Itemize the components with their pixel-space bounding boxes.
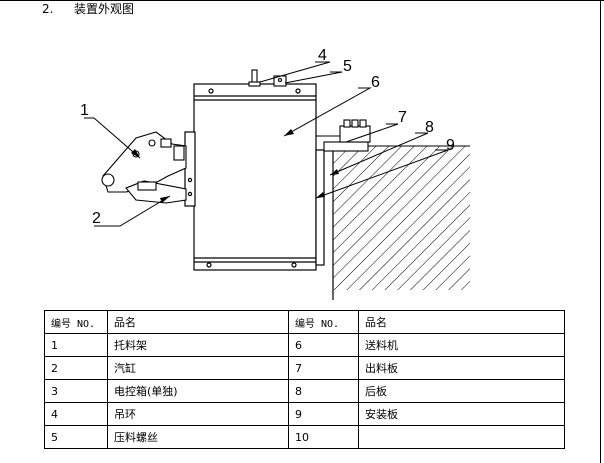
table-row: 5 压料螺丝 10 (44, 425, 565, 449)
part-number: 6 (288, 333, 359, 357)
part-number: 1 (44, 333, 108, 357)
leader-lines (84, 61, 449, 227)
callout-5: 5 (343, 58, 352, 75)
header-name-left: 品名 (107, 310, 289, 334)
callout-7: 7 (398, 109, 407, 126)
header-name-right: 品名 (358, 310, 565, 334)
callout-labels: 1 2 4 5 6 7 8 9 (80, 47, 455, 227)
callout-1: 1 (80, 102, 89, 119)
lifting-ring (248, 69, 261, 87)
section-number: 2. (42, 2, 54, 16)
part-name: 出料板 (358, 356, 565, 380)
callout-4: 4 (318, 47, 327, 64)
material-tray (101, 131, 187, 193)
table-row: 3 电控箱(单独) 8 后板 (44, 379, 565, 403)
part-number: 7 (288, 356, 359, 380)
part-number: 4 (44, 402, 108, 426)
header-no-left: 编号 NO. (44, 310, 108, 334)
top-border (0, 0, 604, 1)
part-name: 托料架 (107, 333, 289, 357)
part-name: 电控箱(单独) (107, 379, 289, 403)
part-name: 压料螺丝 (107, 425, 289, 449)
header-no-right: 编号 NO. (288, 310, 359, 334)
part-number: 10 (288, 425, 359, 449)
right-border (600, 0, 601, 463)
part-name (358, 425, 565, 449)
part-number: 8 (288, 379, 359, 403)
part-number: 2 (44, 356, 108, 380)
part-number: 3 (44, 379, 108, 403)
callout-6: 6 (371, 74, 380, 91)
wall-hatch (332, 145, 470, 300)
table-header-row: 编号 NO. 品名 编号 NO. 品名 (44, 310, 565, 334)
table-row: 4 吊环 9 安装板 (44, 402, 565, 426)
part-name: 吊环 (107, 402, 289, 426)
table-row: 1 托料架 6 送料机 (44, 333, 565, 357)
part-number: 9 (288, 402, 359, 426)
section-title: 装置外观图 (74, 2, 135, 16)
part-name: 汽缸 (107, 356, 289, 380)
part-number: 5 (44, 425, 108, 449)
parts-table: 编号 NO. 品名 编号 NO. 品名 1 托料架 6 送料机 2 汽缸 7 出… (44, 310, 565, 449)
callout-8: 8 (425, 119, 434, 136)
part-name: 送料机 (358, 333, 565, 357)
section-heading: 2. 装置外观图 (42, 2, 134, 16)
air-cylinder (125, 180, 187, 204)
callout-2: 2 (92, 210, 101, 227)
part-name: 后板 (358, 379, 565, 403)
callout-9: 9 (446, 137, 455, 154)
part-name: 安装板 (358, 402, 565, 426)
outfeed-plate (316, 119, 371, 152)
feeder-body (184, 83, 325, 271)
leader-arrows (131, 129, 339, 203)
table-row: 2 汽缸 7 出料板 (44, 356, 565, 380)
